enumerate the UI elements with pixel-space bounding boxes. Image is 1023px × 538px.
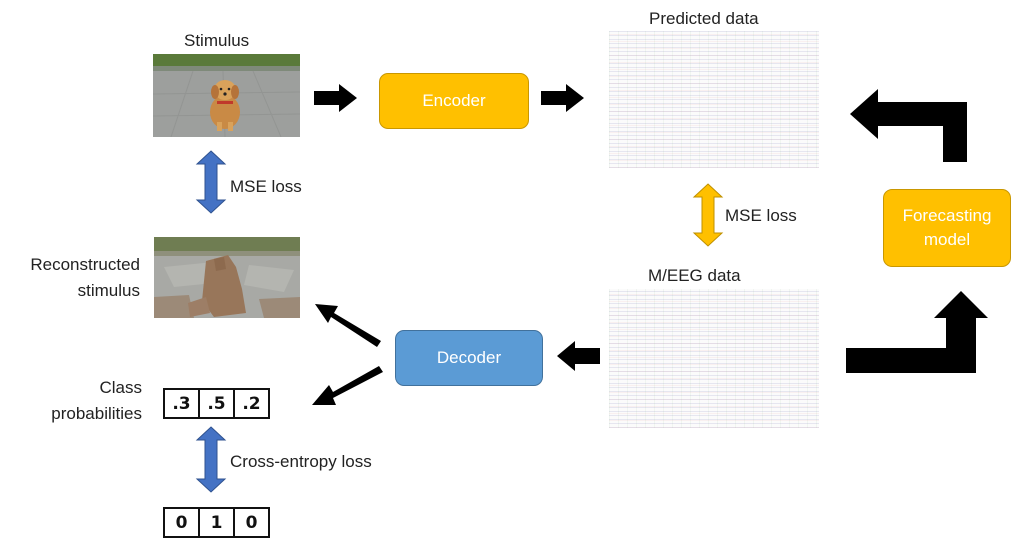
encoder-box: Encoder: [379, 73, 529, 129]
arrow-meeg-to-decoder: [557, 341, 600, 371]
stimulus-image-drawing: [153, 54, 300, 137]
forecasting-model-label-line1: Forecasting: [902, 206, 992, 225]
arrow-cross-entropy: [195, 426, 227, 493]
target-cell: 1: [198, 509, 233, 536]
one-hot-target-boxes: 0 1 0: [163, 507, 270, 538]
arrow-stimulus-to-encoder: [314, 84, 357, 112]
probability-cell: .2: [233, 390, 268, 417]
arrow-forecasting-to-predicted: [850, 89, 967, 162]
stimulus-image: [153, 54, 300, 137]
target-cell: 0: [175, 512, 188, 533]
meeg-data-image: [609, 289, 819, 428]
reconstructed-stimulus-label-line1: Reconstructed: [30, 255, 140, 274]
meeg-data-label: M/EEG data: [648, 266, 741, 285]
decoder-label: Decoder: [436, 348, 502, 367]
arrow-mse-data: [692, 183, 724, 247]
predicted-data-image: [609, 31, 819, 168]
cross-entropy-loss-label: Cross-entropy loss: [230, 452, 372, 471]
encoder-label: Encoder: [422, 91, 486, 110]
forecasting-model-label-line2: model: [923, 230, 971, 249]
arrow-mse-stimulus: [195, 150, 227, 214]
forecasting-model-box: Forecasting model: [883, 189, 1011, 267]
mse-loss-left-label: MSE loss: [230, 177, 302, 196]
arrow-decoder-to-probabilities: [312, 366, 383, 405]
class-probabilities-boxes: .3 .5 .2: [163, 388, 270, 419]
reconstructed-stimulus-drawing: [154, 237, 300, 318]
reconstructed-stimulus-label: Reconstructed stimulus: [0, 252, 140, 304]
probability-cell: .5: [198, 390, 233, 417]
stimulus-label: Stimulus: [184, 31, 250, 50]
class-probabilities-label: Class probabilities: [0, 375, 142, 427]
arrow-decoder-to-reconstructed: [315, 304, 381, 347]
target-cell: 0: [233, 509, 268, 536]
reconstructed-stimulus-image: [154, 237, 300, 318]
predicted-data-label: Predicted data: [649, 9, 759, 28]
probability-cell: .3: [172, 393, 191, 414]
class-probabilities-label-line2: probabilities: [51, 404, 142, 423]
mse-loss-right-label: MSE loss: [725, 206, 797, 225]
decoder-box: Decoder: [395, 330, 543, 386]
reconstructed-stimulus-label-line2: stimulus: [77, 281, 140, 300]
arrow-meeg-to-forecasting: [846, 291, 988, 373]
class-probabilities-label-line1: Class: [99, 378, 142, 397]
arrow-encoder-to-predicted: [541, 84, 584, 112]
